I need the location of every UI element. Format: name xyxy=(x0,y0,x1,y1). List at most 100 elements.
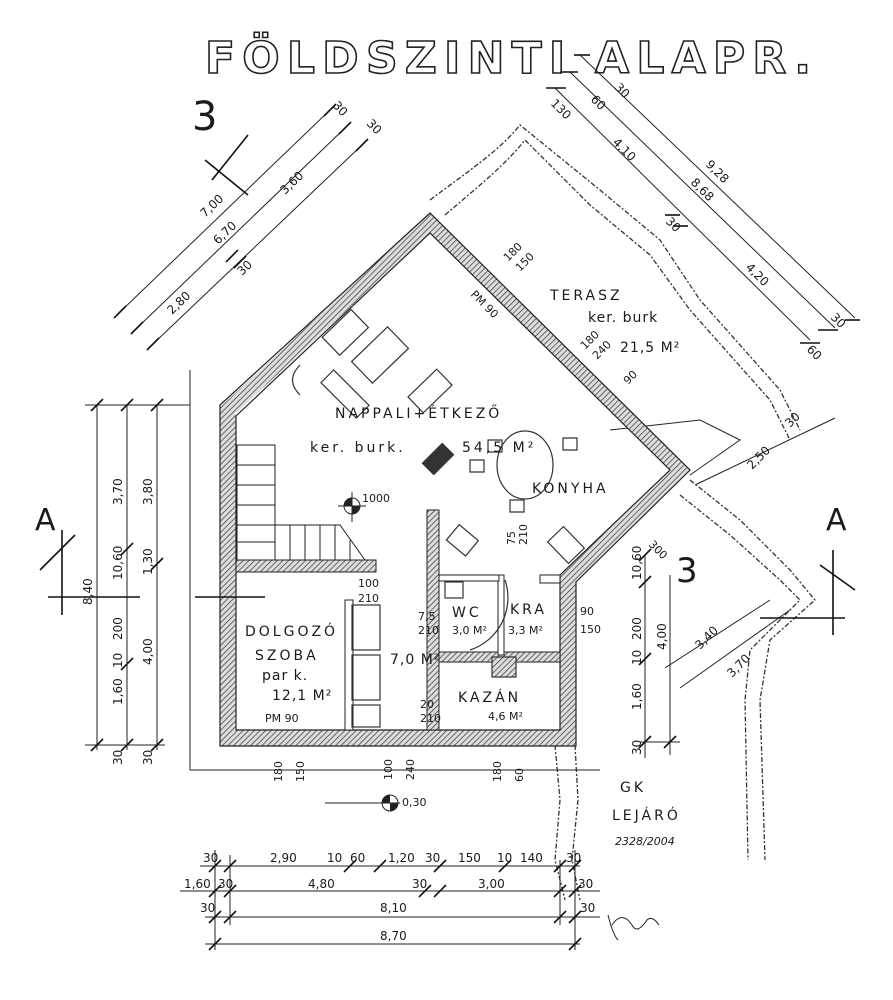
svg-text:KAZÁN: KAZÁN xyxy=(458,689,521,706)
svg-text:2,50: 2,50 xyxy=(744,443,773,472)
ramp-label: GK LEJÁRÓ 2328/2004 xyxy=(612,780,681,848)
svg-text:GK: GK xyxy=(620,780,646,796)
svg-text:30: 30 xyxy=(566,851,581,865)
svg-text:TERASZ: TERASZ xyxy=(549,288,623,304)
svg-text:NAPPALI+ÉTKEZŐ: NAPPALI+ÉTKEZŐ xyxy=(335,404,502,422)
svg-text:4,00: 4,00 xyxy=(655,623,669,650)
staircase xyxy=(236,444,366,561)
svg-text:0,30: 0,30 xyxy=(402,796,427,809)
svg-text:30: 30 xyxy=(364,116,385,137)
svg-text:7,00: 7,00 xyxy=(197,192,226,221)
section-marker-right: A xyxy=(760,503,856,635)
svg-text:30: 30 xyxy=(630,740,644,755)
view-marker-left: 3 xyxy=(192,94,249,196)
svg-text:PM 90: PM 90 xyxy=(265,712,299,725)
svg-text:1,60: 1,60 xyxy=(111,678,125,705)
svg-text:200: 200 xyxy=(630,617,644,640)
svg-text:54,5 M²: 54,5 M² xyxy=(462,440,536,456)
svg-text:300: 300 xyxy=(646,538,670,562)
dimensions-right-diagonal: 9,28 8,68 4,10 4,20 30 60 130 30 30 60 2… xyxy=(546,54,860,689)
svg-text:210: 210 xyxy=(358,592,379,605)
svg-text:9,28: 9,28 xyxy=(703,157,732,186)
svg-text:150: 150 xyxy=(580,623,601,636)
room-kitchen: KONYHA xyxy=(532,481,609,497)
svg-text:130: 130 xyxy=(548,96,574,122)
svg-text:A: A xyxy=(826,503,847,538)
room-wc: WC 3,0 M² xyxy=(452,605,487,637)
room-hall-area: 7,0 M² xyxy=(390,652,440,668)
svg-text:210: 210 xyxy=(517,524,530,545)
svg-text:LEJÁRÓ: LEJÁRÓ xyxy=(612,806,681,824)
svg-text:180: 180 xyxy=(491,761,504,782)
svg-text:1,30: 1,30 xyxy=(141,548,155,575)
interior-walls xyxy=(195,509,561,731)
svg-text:100: 100 xyxy=(382,759,395,780)
svg-text:60: 60 xyxy=(350,851,365,865)
svg-text:30: 30 xyxy=(580,901,595,915)
svg-text:8,70: 8,70 xyxy=(380,929,407,943)
svg-text:4,00: 4,00 xyxy=(141,638,155,665)
svg-text:30: 30 xyxy=(234,257,255,278)
svg-text:75: 75 xyxy=(505,531,518,545)
svg-text:30: 30 xyxy=(412,877,427,891)
svg-text:30: 30 xyxy=(578,877,593,891)
svg-text:8,10: 8,10 xyxy=(380,901,407,915)
svg-text:150: 150 xyxy=(294,761,307,782)
svg-text:par k.: par k. xyxy=(262,668,308,684)
svg-text:3,80: 3,80 xyxy=(141,478,155,505)
svg-text:21,5 M²: 21,5 M² xyxy=(620,340,680,356)
svg-text:10: 10 xyxy=(497,851,512,865)
svg-text:30: 30 xyxy=(200,901,215,915)
svg-text:3,70: 3,70 xyxy=(111,478,125,505)
svg-text:ker. burk.: ker. burk. xyxy=(310,440,406,456)
dimensions-right-vertical: 10,60 200 10 4,00 1,60 30 300 xyxy=(630,538,680,758)
dimensions-left-vertical: 3,70 3,80 8,40 10,60 1,30 200 10 4,00 1,… xyxy=(81,398,190,765)
signature xyxy=(607,914,660,941)
svg-text:210: 210 xyxy=(418,624,439,637)
svg-text:8,40: 8,40 xyxy=(81,578,95,605)
dimensions-bottom: 30 2,90 10 60 1,20 30 150 10 140 30 1,60… xyxy=(180,850,600,951)
svg-text:1,60: 1,60 xyxy=(184,877,211,891)
svg-text:DOLGOZÓ: DOLGOZÓ xyxy=(245,622,338,640)
svg-text:210: 210 xyxy=(420,712,441,725)
svg-text:180: 180 xyxy=(272,761,285,782)
svg-text:200: 200 xyxy=(111,617,125,640)
svg-text:30: 30 xyxy=(663,214,684,235)
svg-text:2328/2004: 2328/2004 xyxy=(615,835,675,848)
svg-text:30: 30 xyxy=(203,851,218,865)
svg-text:4,80: 4,80 xyxy=(308,877,335,891)
svg-text:4,20: 4,20 xyxy=(743,260,772,289)
svg-text:30: 30 xyxy=(425,851,440,865)
room-living: NAPPALI+ÉTKEZŐ ker. burk. 54,5 M² xyxy=(310,404,536,456)
svg-text:1000: 1000 xyxy=(362,492,390,505)
svg-text:3,60: 3,60 xyxy=(277,169,306,198)
svg-text:30: 30 xyxy=(782,409,803,430)
svg-text:3,00: 3,00 xyxy=(478,877,505,891)
furniture xyxy=(291,308,586,728)
svg-text:60: 60 xyxy=(513,768,526,782)
svg-text:WC: WC xyxy=(452,605,482,621)
section-marker-left: A xyxy=(35,503,140,615)
svg-text:90: 90 xyxy=(621,368,640,387)
svg-text:30: 30 xyxy=(141,750,155,765)
svg-text:2,80: 2,80 xyxy=(164,289,193,318)
svg-text:3: 3 xyxy=(192,94,217,140)
svg-text:4,10: 4,10 xyxy=(610,135,639,164)
svg-text:10,60: 10,60 xyxy=(630,546,644,580)
view-marker-right: 3 xyxy=(676,551,698,591)
svg-text:20: 20 xyxy=(420,698,434,711)
svg-text:30: 30 xyxy=(330,98,351,119)
svg-text:10,60: 10,60 xyxy=(111,546,125,580)
level-marker-outer: 0,30 xyxy=(325,794,427,812)
svg-text:12,1 M²: 12,1 M² xyxy=(272,688,332,704)
svg-text:4,6 M²: 4,6 M² xyxy=(488,710,523,723)
svg-text:10: 10 xyxy=(111,653,125,668)
room-study: DOLGOZÓ SZOBA par k. 12,1 M² PM 90 xyxy=(245,622,338,725)
room-terrace: TERASZ ker. burk 21,5 M² xyxy=(549,288,680,356)
svg-text:3,3 M²: 3,3 M² xyxy=(508,624,543,637)
plan-title: FÖLDSZINTI ALAPR. xyxy=(205,31,820,84)
svg-text:1,20: 1,20 xyxy=(388,851,415,865)
svg-text:240: 240 xyxy=(404,759,417,780)
svg-text:60: 60 xyxy=(588,92,609,113)
